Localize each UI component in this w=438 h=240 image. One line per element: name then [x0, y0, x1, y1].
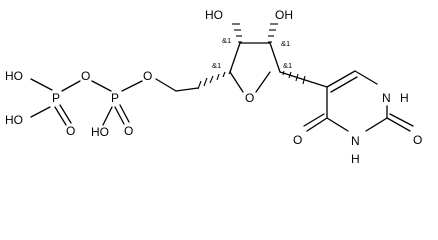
bond-c4-o-ring: [229, 71, 244, 93]
hash-bond-c4-c5: [228, 69, 232, 75]
atom-nh-n3: H: [351, 152, 360, 166]
hash-bond-c1-c5u: [282, 70, 285, 76]
hash-line: [288, 71, 292, 79]
hash-line: [216, 73, 220, 81]
atom-ho-c2: HO: [205, 8, 223, 22]
atom-p2: P: [111, 91, 119, 105]
stereo-bonds: [175, 23, 306, 92]
stereo-label-c1: &1: [283, 61, 292, 70]
bond-ho-p1-upper: [30, 78, 53, 91]
bond-n3-c4u: [326, 117, 349, 132]
atom-o-ester: O: [143, 69, 152, 83]
bond-c4u-o-a: [306, 117, 328, 132]
atom-o-c4: O: [293, 133, 302, 147]
hash-line: [209, 75, 214, 84]
atom-labels: HO HO P O O P O HO O O HO OH H N N H O O: [5, 8, 422, 166]
atom-oh-c3: OH: [275, 8, 293, 22]
atom-o-ring: O: [245, 91, 254, 105]
atom-n3: N: [351, 134, 360, 148]
bond-o-bridge-p2: [91, 80, 112, 92]
bond-c2u-o-a: [386, 117, 411, 132]
bond-c2u-n3: [365, 117, 388, 132]
bond-ho-p1-lower: [30, 106, 51, 118]
bond-c6u-n1: [354, 70, 378, 85]
stereo-labels: &1 &1 &1 &1: [212, 36, 292, 70]
atom-ho-p1-upper: HO: [5, 69, 23, 83]
atom-o-bridge: O: [81, 69, 90, 83]
stereo-label-c3: &1: [222, 36, 231, 45]
bond-p1-o-bridge: [61, 80, 81, 92]
hash-line: [222, 71, 226, 78]
bond-p1-o-double-b: [59, 104, 72, 124]
bond-c5u-c6u-b: [330, 76, 358, 93]
bond-c4-c3: [229, 42, 241, 73]
bond-p1-o-double-a: [54, 106, 67, 126]
atom-p1: P: [52, 91, 60, 105]
stereo-label-c2: &1: [281, 39, 290, 48]
atom-n1: N: [382, 91, 391, 105]
chemical-structure-diagram: HO HO P O O P O HO O O HO OH H N N H O O…: [5, 8, 422, 166]
atom-nh-n1: H: [400, 91, 409, 105]
stereo-label-c4: &1: [212, 61, 221, 70]
hash-line: [203, 77, 208, 87]
bond-c2u-o-b: [389, 113, 414, 127]
atom-o-c2: O: [413, 133, 422, 147]
bond-p2-o-double-a: [114, 106, 125, 125]
bond-p2-o-double-b: [119, 104, 130, 123]
bond-c5-c4: [175, 87, 199, 92]
bond-o-ester-c5: [155, 78, 177, 92]
bond-ho-p2: [102, 106, 113, 126]
bonds: [30, 42, 414, 132]
bond-c1-c5u: [279, 71, 328, 88]
bond-p2-o-ester: [121, 80, 143, 92]
hash-line: [302, 75, 306, 85]
atom-ho-p2: HO: [91, 125, 109, 139]
atom-o-p2-double: O: [124, 124, 133, 138]
bond-o-ring-c1: [255, 71, 271, 93]
hash-line: [295, 73, 299, 82]
bond-c5u-c6u-a: [326, 70, 356, 88]
atom-ho-p1-lower: HO: [5, 113, 23, 127]
atom-o-p1-double: O: [66, 124, 75, 138]
bond-c4u-o-b: [303, 113, 325, 127]
bond-c2-c1: [269, 42, 281, 73]
